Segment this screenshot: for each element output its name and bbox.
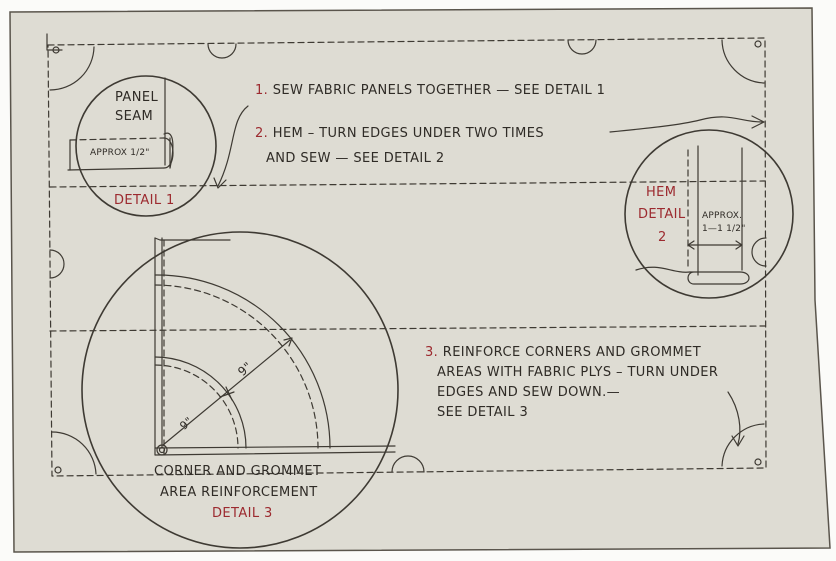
step-2-number: 2. — [255, 126, 269, 141]
corner-arcs — [49, 39, 765, 475]
step-1-number: 1. — [255, 83, 269, 98]
grommet-markers — [49, 39, 767, 473]
detail-3-caption-line-2: AREA REINFORCEMENT — [160, 485, 318, 500]
step-2-text: 2. HEM – TURN EDGES UNDER TWO TIMES — [255, 127, 544, 140]
step-1-line-1: SEW FABRIC PANELS TOGETHER — SEE DETAIL … — [272, 83, 606, 98]
detail-3-caption-line-1: CORNER AND GROMMET — [154, 464, 322, 479]
detail-1-measure: APPROX 1/2" — [90, 148, 150, 158]
paper-sheet — [9, 7, 831, 553]
detail-3-label: DETAIL 3 — [212, 506, 273, 521]
detail-2-measure-line-2: 1—1 1/2" — [702, 224, 746, 234]
detail-3-bubble — [81, 231, 399, 549]
step-3-line-2: AREAS WITH FABRIC PLYS – TURN UNDER — [437, 365, 719, 380]
step-3-number: 3. — [425, 345, 439, 360]
step-2-line-1: HEM – TURN EDGES UNDER TWO TIMES — [272, 126, 545, 141]
tarp-outline — [46, 33, 767, 477]
step-3-line-1: REINFORCE CORNERS AND GROMMET — [442, 345, 702, 360]
detail-2-title-line-3: 2 — [658, 230, 667, 245]
step-1-text: 1. SEW FABRIC PANELS TOGETHER — SEE DETA… — [255, 84, 605, 97]
step-3-line-3: EDGES AND SEW DOWN.— — [437, 385, 621, 400]
detail-2-title-line-1: HEM — [646, 185, 677, 200]
step-3-text: 3. REINFORCE CORNERS AND GROMMET — [425, 346, 701, 359]
detail-2-bubble — [624, 129, 794, 299]
step-3-line-4: SEE DETAIL 3 — [437, 405, 529, 420]
step-2-line-2: AND SEW — SEE DETAIL 2 — [266, 151, 445, 166]
detail-2-title-line-2: DETAIL — [638, 207, 686, 222]
detail-2-measure-line-1: APPROX. — [702, 211, 743, 221]
detail-1-title-line-2: SEAM — [115, 109, 154, 124]
leader-arrows — [213, 105, 765, 447]
detail-1-label: DETAIL 1 — [114, 193, 175, 208]
detail-1-bubble — [67, 75, 217, 217]
detail-1-title-line-1: PANEL — [115, 90, 159, 105]
